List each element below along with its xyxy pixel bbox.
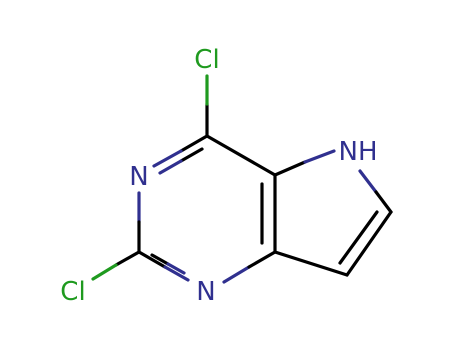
- bond-c2-n1-outer: [137, 250, 167, 269]
- atom-nh-pyrrole: NH: [339, 137, 378, 167]
- bond-c4-n3-inner-n: [158, 159, 183, 175]
- atom-cl-top: Cl: [194, 45, 219, 75]
- bond-c4-n3-inner: [179, 147, 204, 163]
- bond-c4-n3-outer-n: [152, 149, 183, 168]
- bond-c2-cl-chlorine: [91, 263, 118, 281]
- bond-c4-n3-outer: [179, 134, 209, 153]
- bond-c6-c7-outer: [345, 210, 393, 277]
- bond-c4a-n5-n: [303, 149, 336, 164]
- bond-n5-c6: [374, 190, 393, 214]
- bonds: [91, 74, 393, 284]
- bond-c4a-n5: [273, 160, 307, 177]
- atom-n-ring-top: N: [129, 162, 148, 192]
- bond-n5-c6-n: [358, 169, 378, 194]
- bond-c2-n1-inner: [150, 253, 170, 266]
- atom-labels: Cl N NH Cl N: [60, 45, 377, 307]
- bond-c6-c7-inner: [338, 210, 379, 265]
- bond-c2-cl: [114, 250, 141, 267]
- bond-c2-n1-inner-n: [166, 262, 186, 275]
- bond-n1-c7a: [247, 250, 277, 269]
- bond-c2-n1-outer-n: [163, 265, 190, 282]
- atom-n-ring-bottom: N: [196, 277, 215, 307]
- bond-n1-c7a-n: [222, 265, 251, 284]
- bond-c4a-c4: [205, 134, 277, 177]
- bond-c7-c7a: [273, 250, 349, 277]
- atom-cl-bottom: Cl: [60, 277, 85, 307]
